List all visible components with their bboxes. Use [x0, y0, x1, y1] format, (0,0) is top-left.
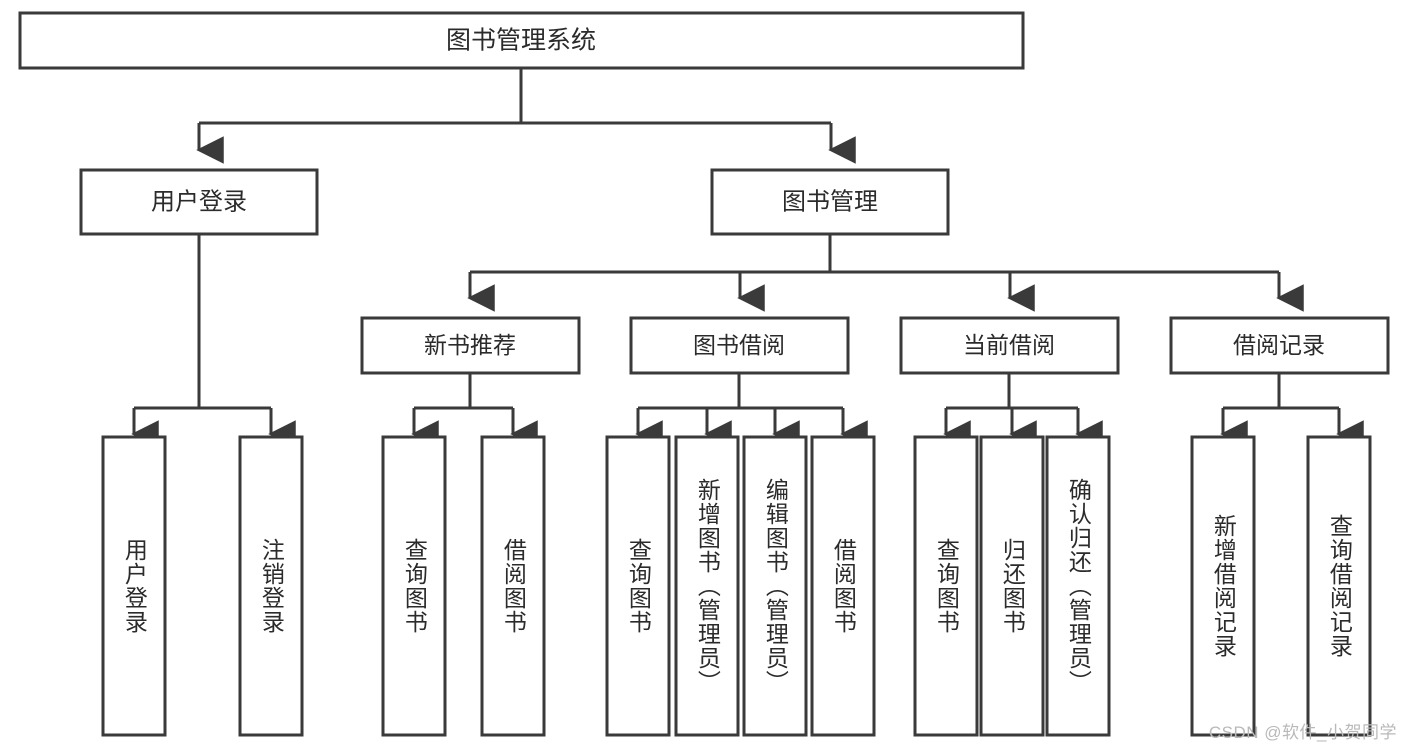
node-book-borrow[interactable]: 图书借阅 [629, 316, 850, 375]
node-new-book-recommend[interactable]: 新书推荐 [360, 316, 581, 375]
node-current-borrow[interactable]: 当前借阅 [899, 316, 1120, 375]
node-book-management-label: 图书管理 [782, 188, 878, 215]
leaf-box-query-book-recommend[interactable] [381, 435, 447, 737]
node-current-borrow-label: 当前借阅 [963, 332, 1055, 358]
leaf-box-user-login[interactable] [101, 435, 167, 737]
watermark-text: CSDN @软件_小贺同学 [1208, 723, 1397, 742]
node-new-book-recommend-label: 新书推荐 [424, 332, 516, 358]
node-user-login-box[interactable] [79, 168, 319, 236]
leaf-box-borrow-book[interactable] [810, 435, 876, 737]
node-borrow-record[interactable]: 借阅记录 [1169, 316, 1390, 375]
leaf-box-borrow-book-recommend[interactable] [480, 435, 546, 737]
leaf-box-confirm-return-admin[interactable] [1045, 435, 1111, 737]
connector-borrow-record-to-leaves [1220, 373, 1364, 448]
leaf-box-add-borrow-record[interactable] [1190, 435, 1256, 737]
connector-current-borrow-to-leaves [943, 373, 1103, 448]
node-book-borrow-label: 图书借阅 [693, 332, 785, 358]
leaf-box-add-book-admin[interactable] [674, 435, 740, 737]
leaf-box-query-book-borrow[interactable] [605, 435, 671, 737]
node-new-book-recommend-box[interactable] [360, 316, 581, 375]
node-root-box[interactable] [18, 11, 1025, 70]
node-user-login-label: 用户登录 [151, 188, 247, 215]
leaf-box-edit-book-admin[interactable] [742, 435, 808, 737]
connector-book-management-to-level3 [467, 234, 1304, 312]
node-user-login[interactable]: 用户登录 [79, 168, 319, 236]
leaf-box-logout[interactable] [238, 435, 304, 737]
leaf-box-return-book[interactable] [979, 435, 1045, 737]
connector-user-login-to-leaves [131, 234, 296, 448]
connector-book-borrow-to-leaves [635, 373, 868, 448]
node-root-label: 图书管理系统 [446, 27, 596, 55]
connector-new-book-recommend-to-leaves [411, 373, 538, 448]
node-book-management[interactable]: 图书管理 [710, 168, 950, 236]
node-borrow-record-label: 借阅记录 [1233, 332, 1325, 358]
node-root[interactable]: 图书管理系统 [18, 11, 1025, 70]
leaf-box-query-book-current[interactable] [913, 435, 979, 737]
connector-root-to-level2 [196, 68, 856, 164]
leaf-box-query-borrow-record[interactable] [1306, 435, 1372, 737]
node-current-borrow-box[interactable] [899, 316, 1120, 375]
leaf-boxes [101, 435, 1372, 737]
